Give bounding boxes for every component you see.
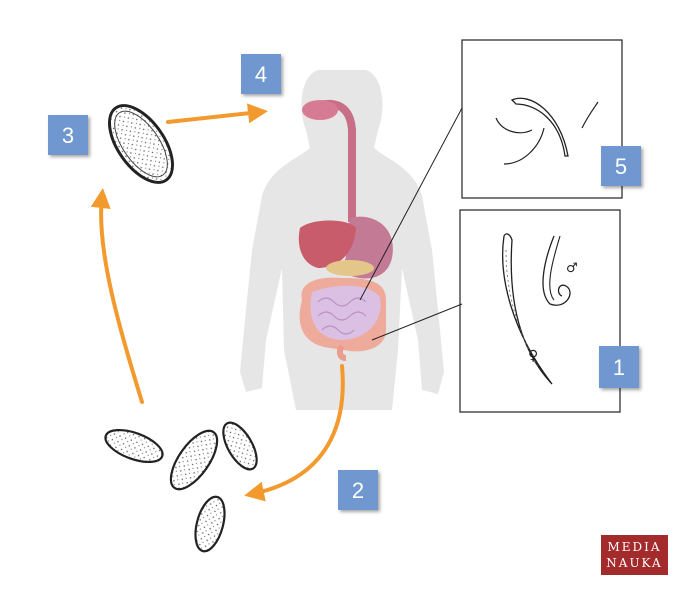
stage-badge-4: 4: [241, 54, 281, 94]
svg-text:5: 5: [615, 154, 627, 179]
male-symbol: ♂: [566, 261, 578, 276]
leader-line-intestine-larvae: [359, 107, 463, 301]
rectum: [336, 344, 347, 361]
female-symbol: ♀: [528, 348, 538, 364]
stage-badge-3: 3: [48, 115, 88, 155]
eggs-group: [104, 421, 258, 553]
arrow-eggs-to-egg: [90, 188, 144, 404]
liver: [298, 220, 356, 268]
arrow-body-to-eggs: [244, 364, 345, 502]
stage-badge-5: 5: [601, 146, 641, 186]
svg-text:1: 1: [613, 355, 625, 380]
larva: [503, 127, 545, 165]
logo-line-2: NAUKA: [606, 556, 663, 570]
medianauka-logo: MEDIA NAUKA: [601, 535, 668, 575]
male-worm: [542, 235, 571, 306]
stage-badge-2: 2: [338, 470, 378, 510]
leader-line-colon-adults: [371, 303, 463, 341]
single-egg: [108, 104, 174, 184]
larva: [495, 117, 533, 134]
svg-text:3: 3: [62, 123, 74, 148]
oral-cavity: [302, 100, 338, 120]
arrow-egg-to-mouth: [166, 103, 268, 124]
adult-worms-box: ♂ ♀: [459, 209, 621, 413]
larva: [510, 97, 569, 157]
svg-text:2: 2: [352, 478, 364, 503]
pancreas: [326, 260, 374, 276]
larva: [581, 101, 599, 129]
logo-line-1: MEDIA: [607, 540, 662, 554]
stage-badge-1: 1: [599, 346, 639, 388]
svg-text:4: 4: [255, 62, 267, 87]
larvae-box: [461, 39, 623, 199]
cycle-arrows: [90, 103, 345, 502]
